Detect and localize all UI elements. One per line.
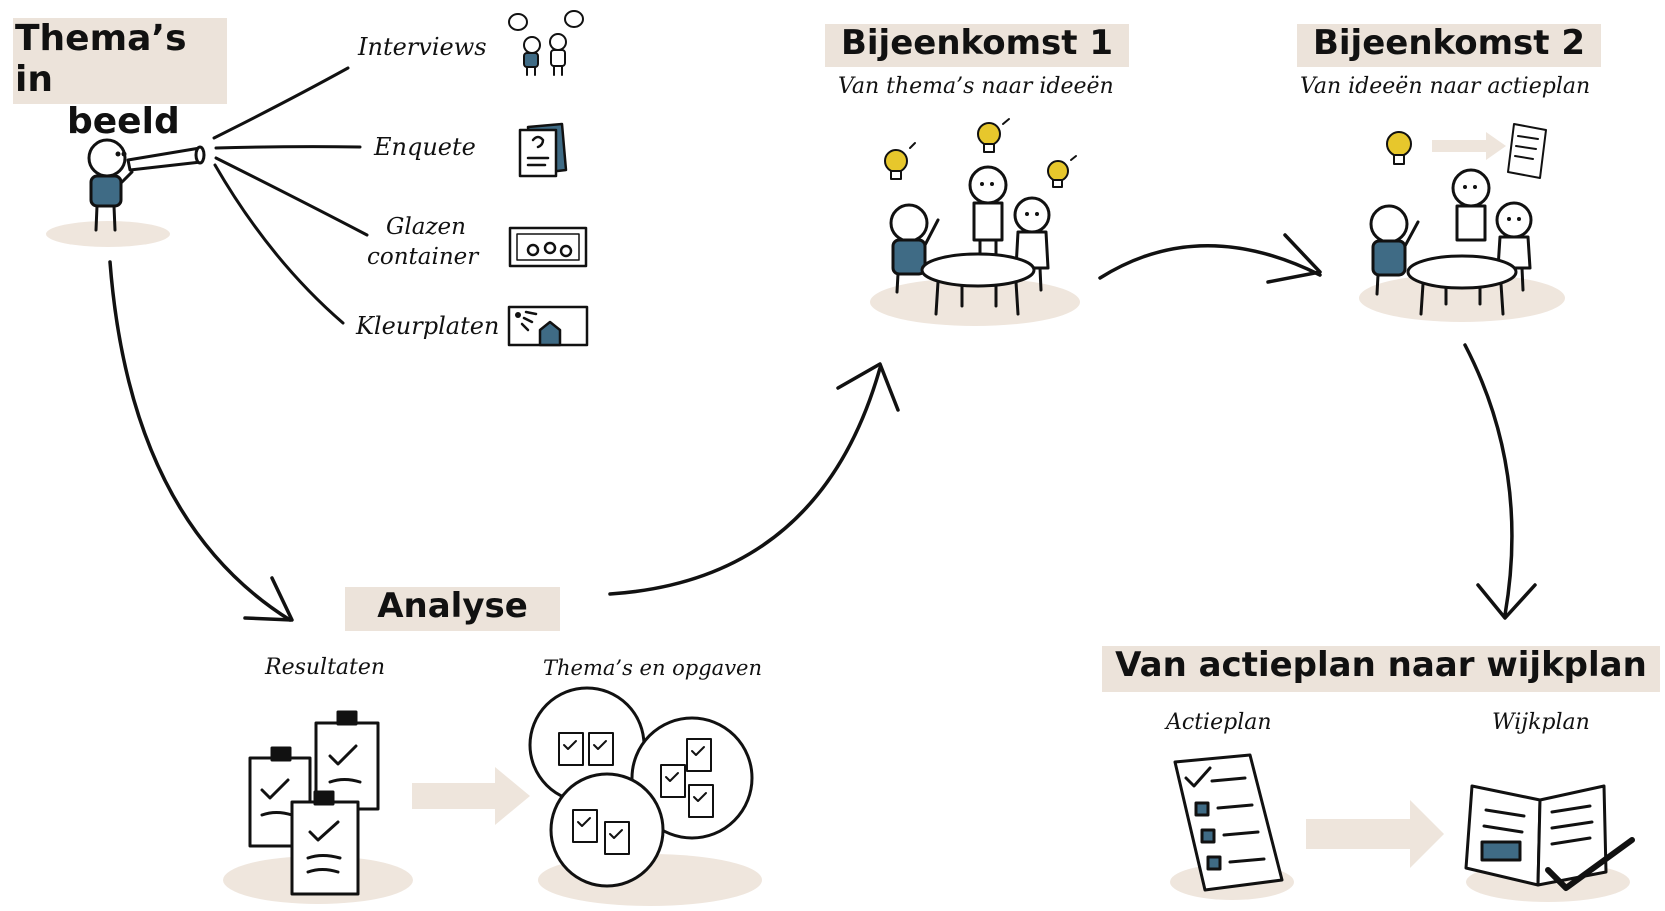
glazen-container-icon (508, 226, 588, 268)
stage-title-themas-line1: Thema’s in (15, 18, 187, 101)
idea-bulb-icon (884, 118, 1077, 188)
method-label-container: container (367, 244, 479, 270)
flow-arrows (108, 233, 1537, 622)
analyse-label-resultaten: Resultaten (265, 655, 386, 680)
interviews-icon (508, 10, 584, 76)
method-label-interviews: Interviews (358, 33, 487, 61)
stage-subtitle-bijeenkomst-2: Van ideeën naar actieplan (1300, 74, 1591, 99)
themes-circles-icon (528, 686, 762, 906)
stage-title-themas: Thema’s in beeld (13, 18, 227, 142)
actieplan-document-icon (1170, 753, 1294, 900)
meeting-1-illustration (870, 165, 1080, 326)
stage-subtitle-bijeenkomst-1: Van thema’s naar ideeën (838, 74, 1114, 99)
wijkplan-label-actieplan: Actieplan (1166, 710, 1272, 735)
stage-title-analyse: Analyse (345, 586, 560, 631)
wijkplan-book-icon (1464, 784, 1635, 902)
results-clipboards-icon (223, 710, 413, 904)
stage-title-bijeenkomst-1: Bijeenkomst 1 (825, 23, 1129, 67)
method-label-glazen: Glazen (386, 214, 466, 240)
method-label-enquete: Enquete (374, 133, 476, 161)
stage-title-themas-line2: beeld (67, 100, 180, 142)
kleurplaten-icon (507, 305, 589, 347)
meeting-2-illustration (1359, 168, 1565, 322)
telescope-figure-icon (46, 138, 206, 247)
analyse-label-themas-opgaven: Thema’s en opgaven (543, 656, 763, 680)
idea-to-plan-icon (1386, 123, 1547, 179)
stage-title-wijkplan: Van actieplan naar wijkplan (1102, 645, 1660, 692)
method-label-kleurplaten: Kleurplaten (356, 312, 500, 340)
enquete-icon (518, 122, 568, 178)
wijkplan-label-wijkplan: Wijkplan (1492, 710, 1590, 735)
stage-title-bijeenkomst-2: Bijeenkomst 2 (1297, 23, 1601, 67)
plan-arrow-icon (1306, 800, 1444, 868)
method-connector-lines (212, 66, 369, 325)
analysis-arrow-icon (412, 767, 530, 825)
